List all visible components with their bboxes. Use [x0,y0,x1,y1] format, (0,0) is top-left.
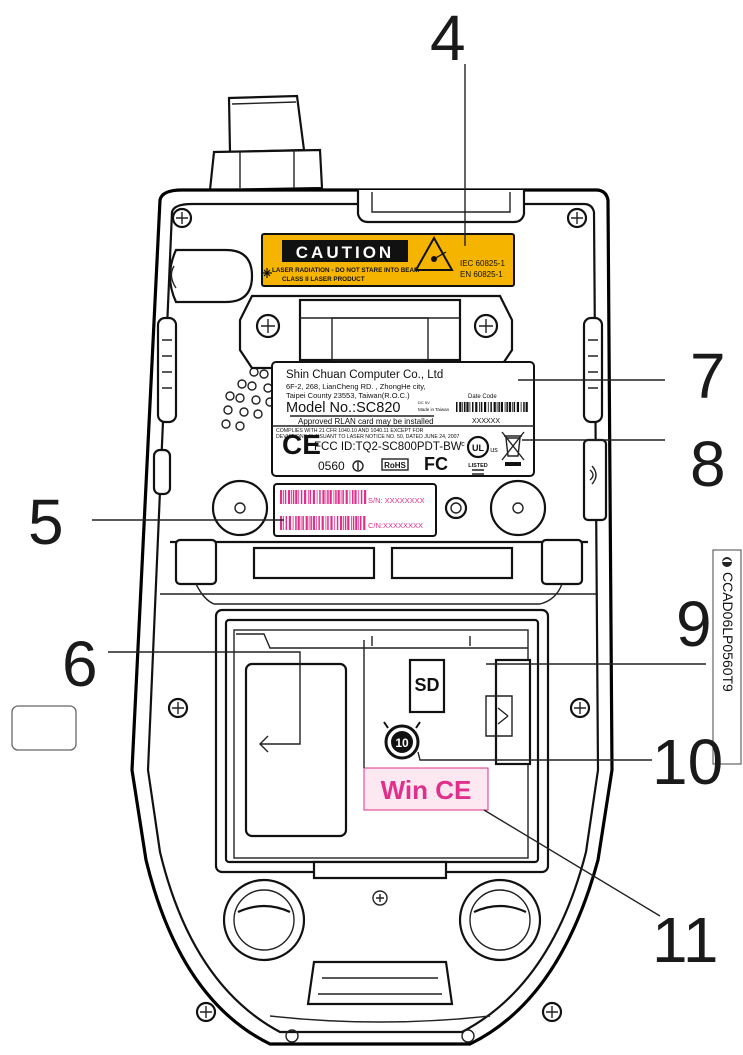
sd-label: SD [414,675,439,695]
model-number: Model No.:SC820 [286,400,400,416]
screw-top-right [566,207,588,229]
left-lower-button [152,448,172,496]
callout-10: 10 [652,726,723,798]
win-ce-label: Win CE [381,775,472,805]
right-side-button [582,316,604,424]
serial-label: S/N: XXXXXXXX C/N:XXXXXXXX [273,483,437,537]
alert-class-icon [352,460,364,472]
company-address1: 6F-2, 268, LianCheng RD. , ZhongHe city, [286,382,426,391]
power-rating: DC 5V [418,400,430,405]
rohs-mark: RoHS [384,461,406,470]
scan-window [238,294,514,370]
callout-4: 4 [430,2,466,74]
ul-us: us [490,447,498,454]
callout-6: 6 [62,628,98,700]
fc-mark: FC [424,454,448,474]
bottom-section [222,860,542,1043]
left-side-button [156,316,178,424]
fcc-id: FCC ID:TQ2-SC800PDT-BW [314,441,462,453]
screw-mid-right [569,697,591,719]
caution-line1: LASER RADIATION - DO NOT STARE INTO BEAM [272,267,419,274]
callout-11: 11 [652,904,718,976]
battery-bay: SD 10 Win CE [214,608,550,874]
ul-c: c [461,441,465,448]
caution-line2: CLASS II LASER PRODUCT [282,276,365,283]
comply-line2: DEVIATIONS PURSUANT TO LASER NOTICE NO. … [276,434,460,440]
pollution-mark: 10 [395,736,409,750]
battery-latch [494,658,532,766]
serial-number: S/N: XXXXXXXX [368,496,425,505]
caution-std2: EN 60825-1 [460,270,503,279]
company-address2: Taipei County 23553, Taiwan(R.O.C.) [286,391,410,400]
ul-listed-text: LISTED [468,463,488,469]
date-code-barcode [456,402,528,412]
speaker-holes [221,367,275,431]
strap-hole [168,248,254,304]
ce-mark: CE [282,429,321,460]
screw-mid-left [167,697,189,719]
ul-mark: UL [472,443,484,453]
ul-listed-icon [466,435,490,459]
made-in: Made in Taiwan [418,407,450,412]
side-label-code: CCAD06LP0560T9 [720,572,736,692]
component-number: C/N:XXXXXXXX [368,521,423,530]
pollution-control-icon [384,724,420,760]
comply-line1: COMPLIES WITH 21 CFR 1040.10 AND 1040.11… [276,428,424,434]
date-code-value: XXXXXX [472,418,500,425]
side-label: CCAD06LP0560T9 [712,549,742,765]
date-code-label: Date Code [468,394,497,400]
detached-cover [11,705,77,751]
screw-bottom-left [195,1001,217,1023]
caution-std1: IEC 60825-1 [460,259,505,268]
callout-numbers: 4 5 6 7 8 9 10 11 [28,2,726,976]
screw-top-left [171,207,193,229]
caution-label: CAUTION LASER RADIATION - DO NOT STARE I… [261,233,515,287]
caution-title: CAUTION [296,243,394,262]
product-label: Shin Chuan Computer Co., Ltd 6F-2, 268, … [271,361,535,477]
sn-barcode [280,490,367,504]
camera-lens [444,496,468,520]
weee-bin-icon [501,431,525,466]
approved-note: Approved RLAN card may be installed [298,417,434,426]
callout-8: 8 [690,428,726,500]
callout-9: 9 [676,588,712,660]
antenna [208,94,324,192]
company-name: Shin Chuan Computer Co., Ltd [286,369,443,381]
sim-slot [244,662,348,838]
side-rollers [211,479,547,537]
callout-7: 7 [690,340,726,412]
sd-card [408,658,446,714]
middle-rails [160,538,598,605]
right-side-port [582,438,608,522]
leader-lines [92,64,706,917]
cn-barcode [280,516,366,530]
callout-5: 5 [28,486,64,558]
notified-body: 0560 [318,459,345,473]
screw-bottom-right [541,1001,563,1023]
